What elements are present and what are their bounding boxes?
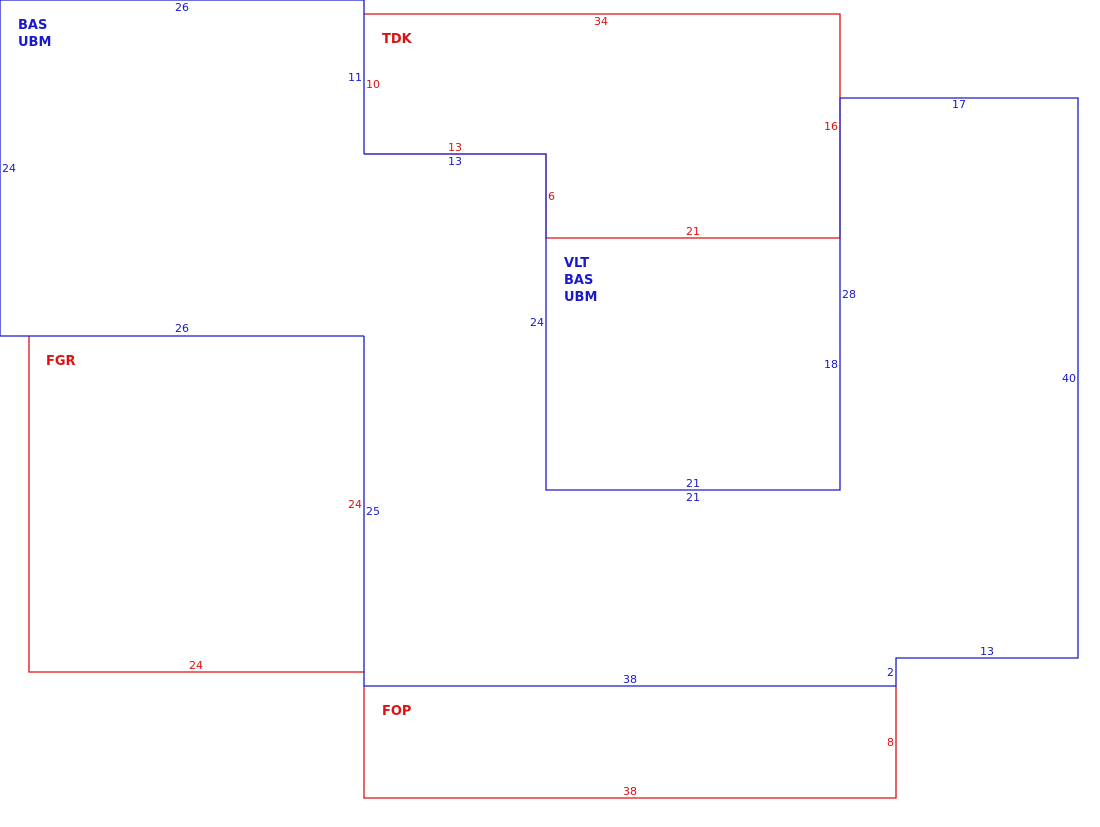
dim-bas-right: 11	[348, 71, 362, 84]
dim-vlt-outer-bottom: 21	[686, 491, 700, 504]
dim-main-right: 40	[1062, 372, 1076, 385]
dim-tdk-step-top: 13	[448, 141, 462, 154]
area-code-ubm: UBM	[18, 35, 51, 50]
area-code-bas: BAS	[18, 18, 47, 33]
area-code-fgr: FGR	[46, 354, 76, 369]
main-outline	[363, 97, 1079, 687]
area-code-vlt: VLT	[564, 256, 589, 271]
dim-vlt-bottom: 21	[686, 477, 700, 490]
dim-main-left-inner: 28	[842, 288, 856, 301]
area-code-tdk: TDK	[382, 32, 413, 47]
dim-tdk-right: 16	[824, 120, 838, 133]
dim-fgr-right: 24	[348, 498, 362, 511]
dim-main-step-bottom: 13	[448, 155, 462, 168]
area-code-fop: FOP	[382, 704, 411, 719]
bas-ubm-boundary	[0, 0, 365, 337]
dim-main-bottom: 38	[623, 673, 637, 686]
main-boundary	[363, 97, 1079, 687]
dim-tdk-left: 10	[366, 78, 380, 91]
fgr-outline	[28, 336, 364, 673]
dim-tdk-bottom: 21	[686, 225, 700, 238]
dim-main-left: 25	[366, 505, 380, 518]
dim-vlt-right: 18	[824, 358, 838, 371]
dim-bas-bottom: 26	[175, 322, 189, 335]
tdk-outline	[364, 13, 841, 239]
dim-bas-top: 26	[175, 1, 189, 14]
dim-fgr-bottom: 24	[189, 659, 203, 672]
bas-ubm-outline	[0, 0, 365, 337]
fop-boundary	[363, 686, 897, 799]
dim-tdk-step-side: 6	[548, 190, 555, 203]
fgr-boundary	[28, 336, 364, 673]
dim-tdk-top: 34	[594, 15, 608, 28]
dim-main-notch-side: 2	[887, 666, 894, 679]
tdk-boundary	[364, 13, 841, 239]
dim-fop-right: 8	[887, 736, 894, 749]
area-code-vlt-bas: BAS	[564, 273, 593, 288]
dim-main-top: 17	[952, 98, 966, 111]
fop-outline	[363, 686, 897, 799]
dim-main-notch-top: 13	[980, 645, 994, 658]
area-code-vlt-ubm: UBM	[564, 290, 597, 305]
dim-fop-bottom: 38	[623, 785, 637, 798]
dim-vlt-left: 24	[530, 316, 544, 329]
dim-bas-left: 24	[2, 162, 16, 175]
